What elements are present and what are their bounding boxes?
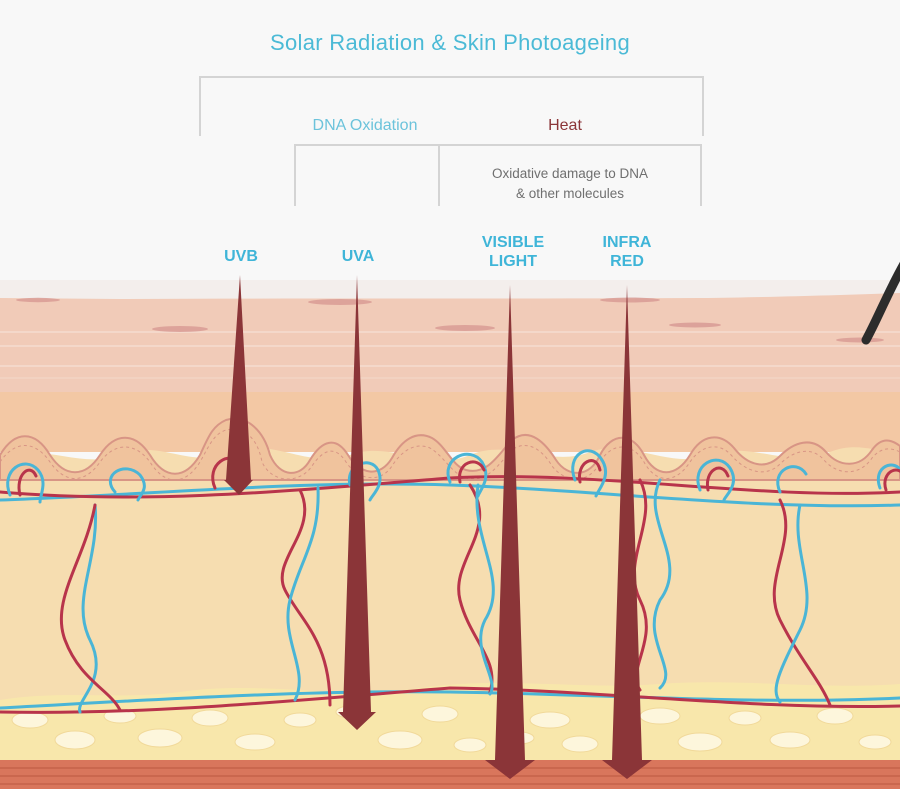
- penetration-arrows: [224, 275, 652, 779]
- fat-cells: [11, 705, 892, 753]
- infrared-line2: RED: [610, 253, 644, 270]
- muscle-fibers: [0, 767, 900, 785]
- visible-light-line2: LIGHT: [489, 253, 537, 270]
- skin-creases: [16, 297, 884, 343]
- hair-shaft-icon: [861, 261, 900, 345]
- dermal-papillae: [0, 417, 900, 481]
- visible-light-arrow: [485, 285, 535, 779]
- infrared-label: INFRA RED: [567, 233, 687, 271]
- heat-label: Heat: [548, 117, 582, 134]
- uva-arrow: [338, 275, 376, 730]
- artery-plexus-lower: [0, 686, 900, 714]
- infrared-arrow: [602, 285, 652, 779]
- heat-bracket: [436, 144, 702, 206]
- vein-plexus-lower: [0, 690, 900, 710]
- dna-oxidation-label: DNA Oxidation: [312, 117, 418, 134]
- oxidative-damage-label: Oxidative damage to DNA & other molecule…: [450, 164, 690, 204]
- visible-light-line1: VISIBLE: [481, 234, 545, 251]
- dermis: [0, 447, 900, 700]
- infrared-line1: INFRA: [602, 234, 652, 251]
- papillae-inner-line: [0, 428, 900, 481]
- skin-shadow: [0, 280, 900, 300]
- uvb-arrow: [224, 275, 253, 495]
- diagram-title: Solar Radiation & Skin Photoageing: [270, 30, 630, 55]
- uva-label: UVA: [341, 248, 375, 265]
- blood-vessels: [0, 449, 900, 714]
- uvb-label: UVB: [224, 248, 258, 265]
- visible-light-label: VISIBLE LIGHT: [453, 233, 573, 271]
- epidermis: [0, 392, 900, 452]
- oxidative-damage-line1: Oxidative damage to DNA: [491, 166, 649, 181]
- top-bracket: [199, 76, 704, 136]
- dna-oxidation-bracket: [294, 144, 440, 206]
- oxidative-damage-line2: & other molecules: [515, 186, 625, 201]
- stratum-corneum: [0, 293, 900, 392]
